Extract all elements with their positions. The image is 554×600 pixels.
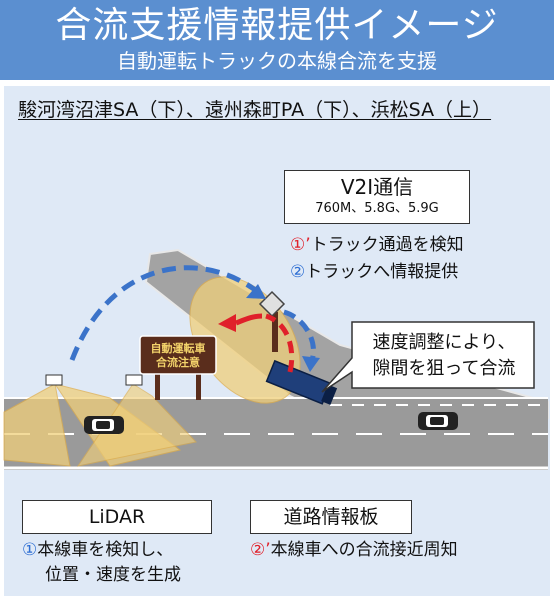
autonomous-truck-icon: [265, 359, 338, 405]
callout-line-1: 速度調整により、: [372, 332, 516, 353]
v2i-step-2-text: トラックへ情報提供: [305, 262, 459, 282]
v2i-steps: ①’トラック通過を検知 ②トラックへ情報提供: [290, 232, 464, 286]
detection-arc-head: [235, 313, 263, 326]
lidar-sensor-1: [45, 374, 63, 386]
v2i-step-2-number: ②: [290, 262, 306, 282]
road-sign-line2: 合流注意: [156, 356, 200, 369]
info-flow-arrowhead-small: [302, 356, 320, 372]
v2i-pole: [272, 312, 278, 352]
lidar-label-box: LiDAR: [22, 500, 212, 534]
lidar-desc-line-2: 位置・速度を生成: [45, 565, 181, 585]
page-subtitle: 自動運転トラックの本線合流を支援: [117, 49, 437, 73]
v2i-step-1: ①’トラック通過を検知: [290, 232, 464, 259]
lidar-zone-2: [76, 383, 197, 467]
v2i-frequencies: 760M、5.8G、5.9G: [315, 201, 439, 216]
detection-arc: [265, 313, 295, 373]
lidar-desc-text-1: 本線車を検知し、: [37, 540, 174, 560]
page-title: 合流支援情報提供イメージ: [55, 5, 499, 46]
v2i-step-2: ②トラックへ情報提供: [290, 259, 464, 286]
info-board-description: ②’本線車への合流接近周知: [250, 538, 458, 563]
info-flow-arrowhead-large: [246, 284, 266, 299]
info-board-desc-text: 本線車への合流接近周知: [270, 540, 458, 560]
v2i-label-box: V2I通信 760M、5.8G、5.9G: [284, 170, 470, 224]
v2i-name: V2I通信: [340, 175, 414, 199]
detection-arrowhead: [218, 314, 236, 332]
info-board-label-box: 道路情報板: [250, 500, 412, 534]
info-flow-arc-small: [283, 309, 316, 361]
lidar-unit-2: [76, 374, 197, 467]
callout-bubble: [321, 321, 535, 393]
lidar-description: ①本線車を検知し、 位置・速度を生成: [22, 538, 181, 588]
v2i-step-1-number: ①’: [290, 235, 311, 255]
road-sign-post-right: [196, 372, 201, 400]
main-road-car-left-icon: [84, 416, 124, 434]
road-sign-post-left: [155, 372, 160, 400]
v2i-step-1-text: トラック通過を検知: [310, 235, 464, 255]
road-sign-text: 自動運転車 合流注意: [140, 342, 216, 370]
callout-line-2: 隙間を狙って合流: [372, 358, 516, 379]
main-road-car-right-icon: [418, 412, 458, 430]
merge-callout-text: 速度調整により、 隙間を狙って合流: [356, 330, 532, 382]
road-sign-board: [139, 335, 217, 375]
header-banner: 合流支援情報提供イメージ 自動運転トラックの本線合流を支援: [0, 0, 554, 80]
lidar-desc-line-1: ①本線車を検知し、: [22, 538, 181, 563]
lidar-zone-left-1: [3, 383, 71, 467]
info-flow-arc-large: [69, 265, 260, 361]
lidar-step-number: ①: [22, 540, 38, 560]
info-board-step-number: ②’: [250, 540, 271, 560]
road-sign-line1: 自動運転車: [150, 342, 206, 355]
lidar-sensor-2: [125, 374, 143, 386]
location-list: 駿河湾沼津SA（下）、遠州森町PA（下）、浜松SA（上）: [18, 99, 492, 121]
